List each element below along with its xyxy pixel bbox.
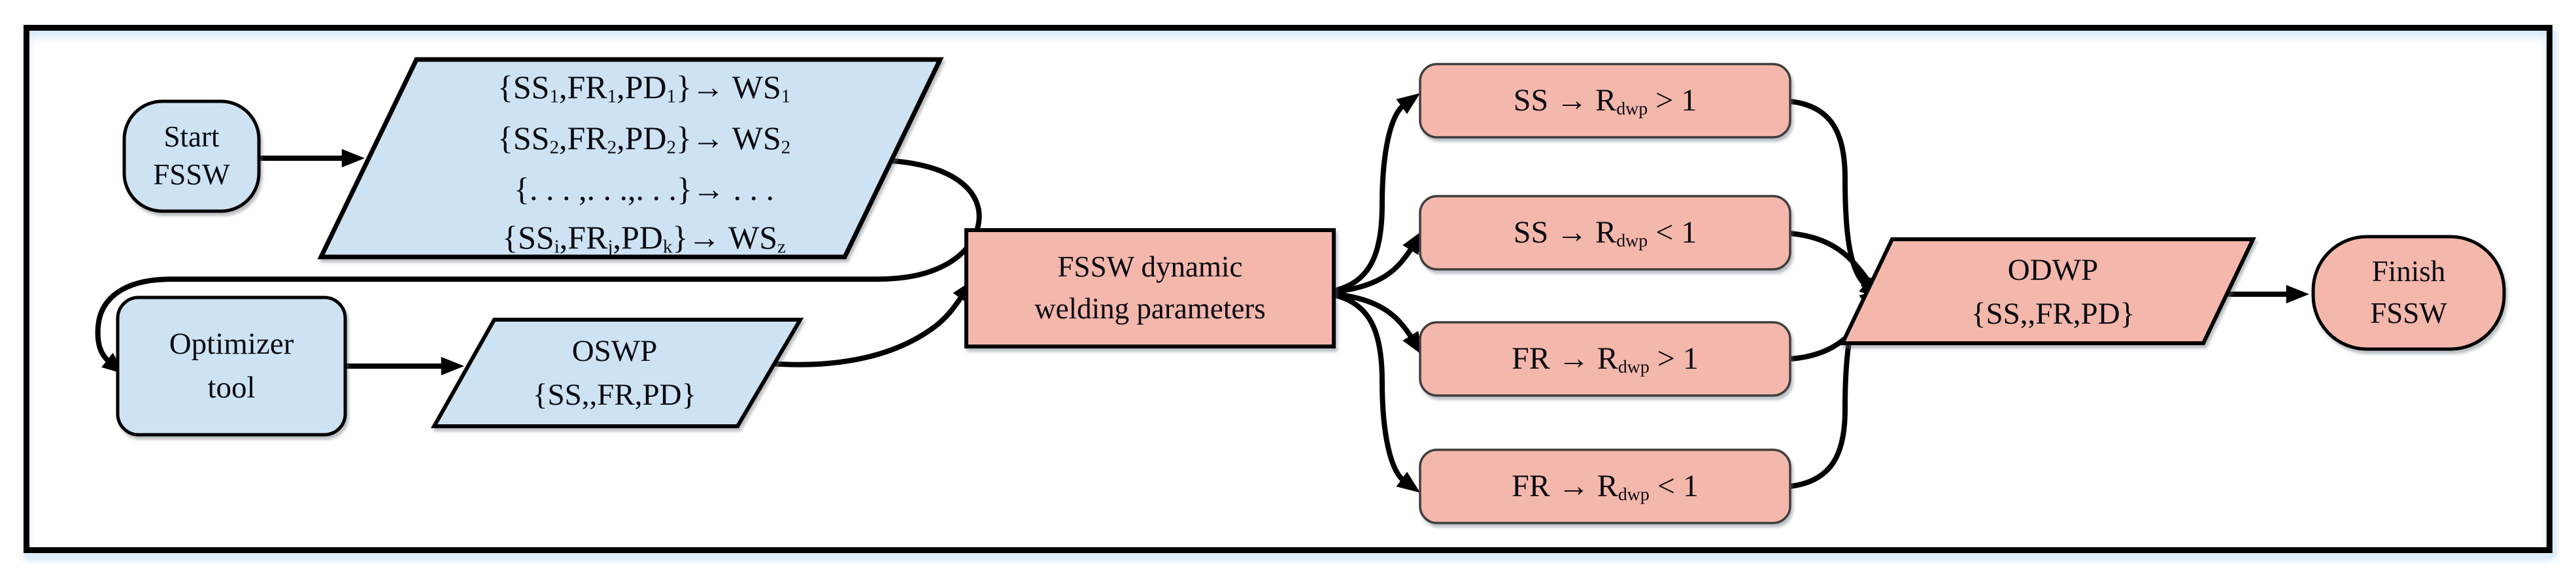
branch-box-shape-4 (1419, 448, 1791, 524)
oswp-parallelogram-shape (430, 318, 804, 428)
optimizer-node-shape (116, 295, 347, 437)
connector-oswp-to-fssw-dynamic (768, 279, 974, 367)
start-node-shape (122, 99, 261, 213)
odwp-parallelogram-shape (1839, 237, 2256, 345)
connector-dataset-loop-to-optimizer (95, 158, 982, 375)
connector-branch-1-to-odwp (1789, 99, 1883, 299)
branch-box-shape-2 (1419, 195, 1791, 271)
fssw-dynamic-box-shape (964, 228, 1336, 348)
connector-fssw-to-branch-2 (1335, 230, 1423, 294)
branch-box-shape-3 (1419, 321, 1791, 397)
dataset-parallelogram-shape (317, 57, 944, 260)
connector-fssw-to-branch-1 (1334, 93, 1421, 293)
connector-branch-2-to-odwp (1789, 231, 1882, 299)
branch-box-shape-1 (1419, 63, 1791, 139)
connector-fssw-to-branch-3 (1335, 292, 1423, 356)
connector-fssw-to-branch-4 (1334, 293, 1421, 493)
finish-node-shape (2311, 235, 2506, 351)
